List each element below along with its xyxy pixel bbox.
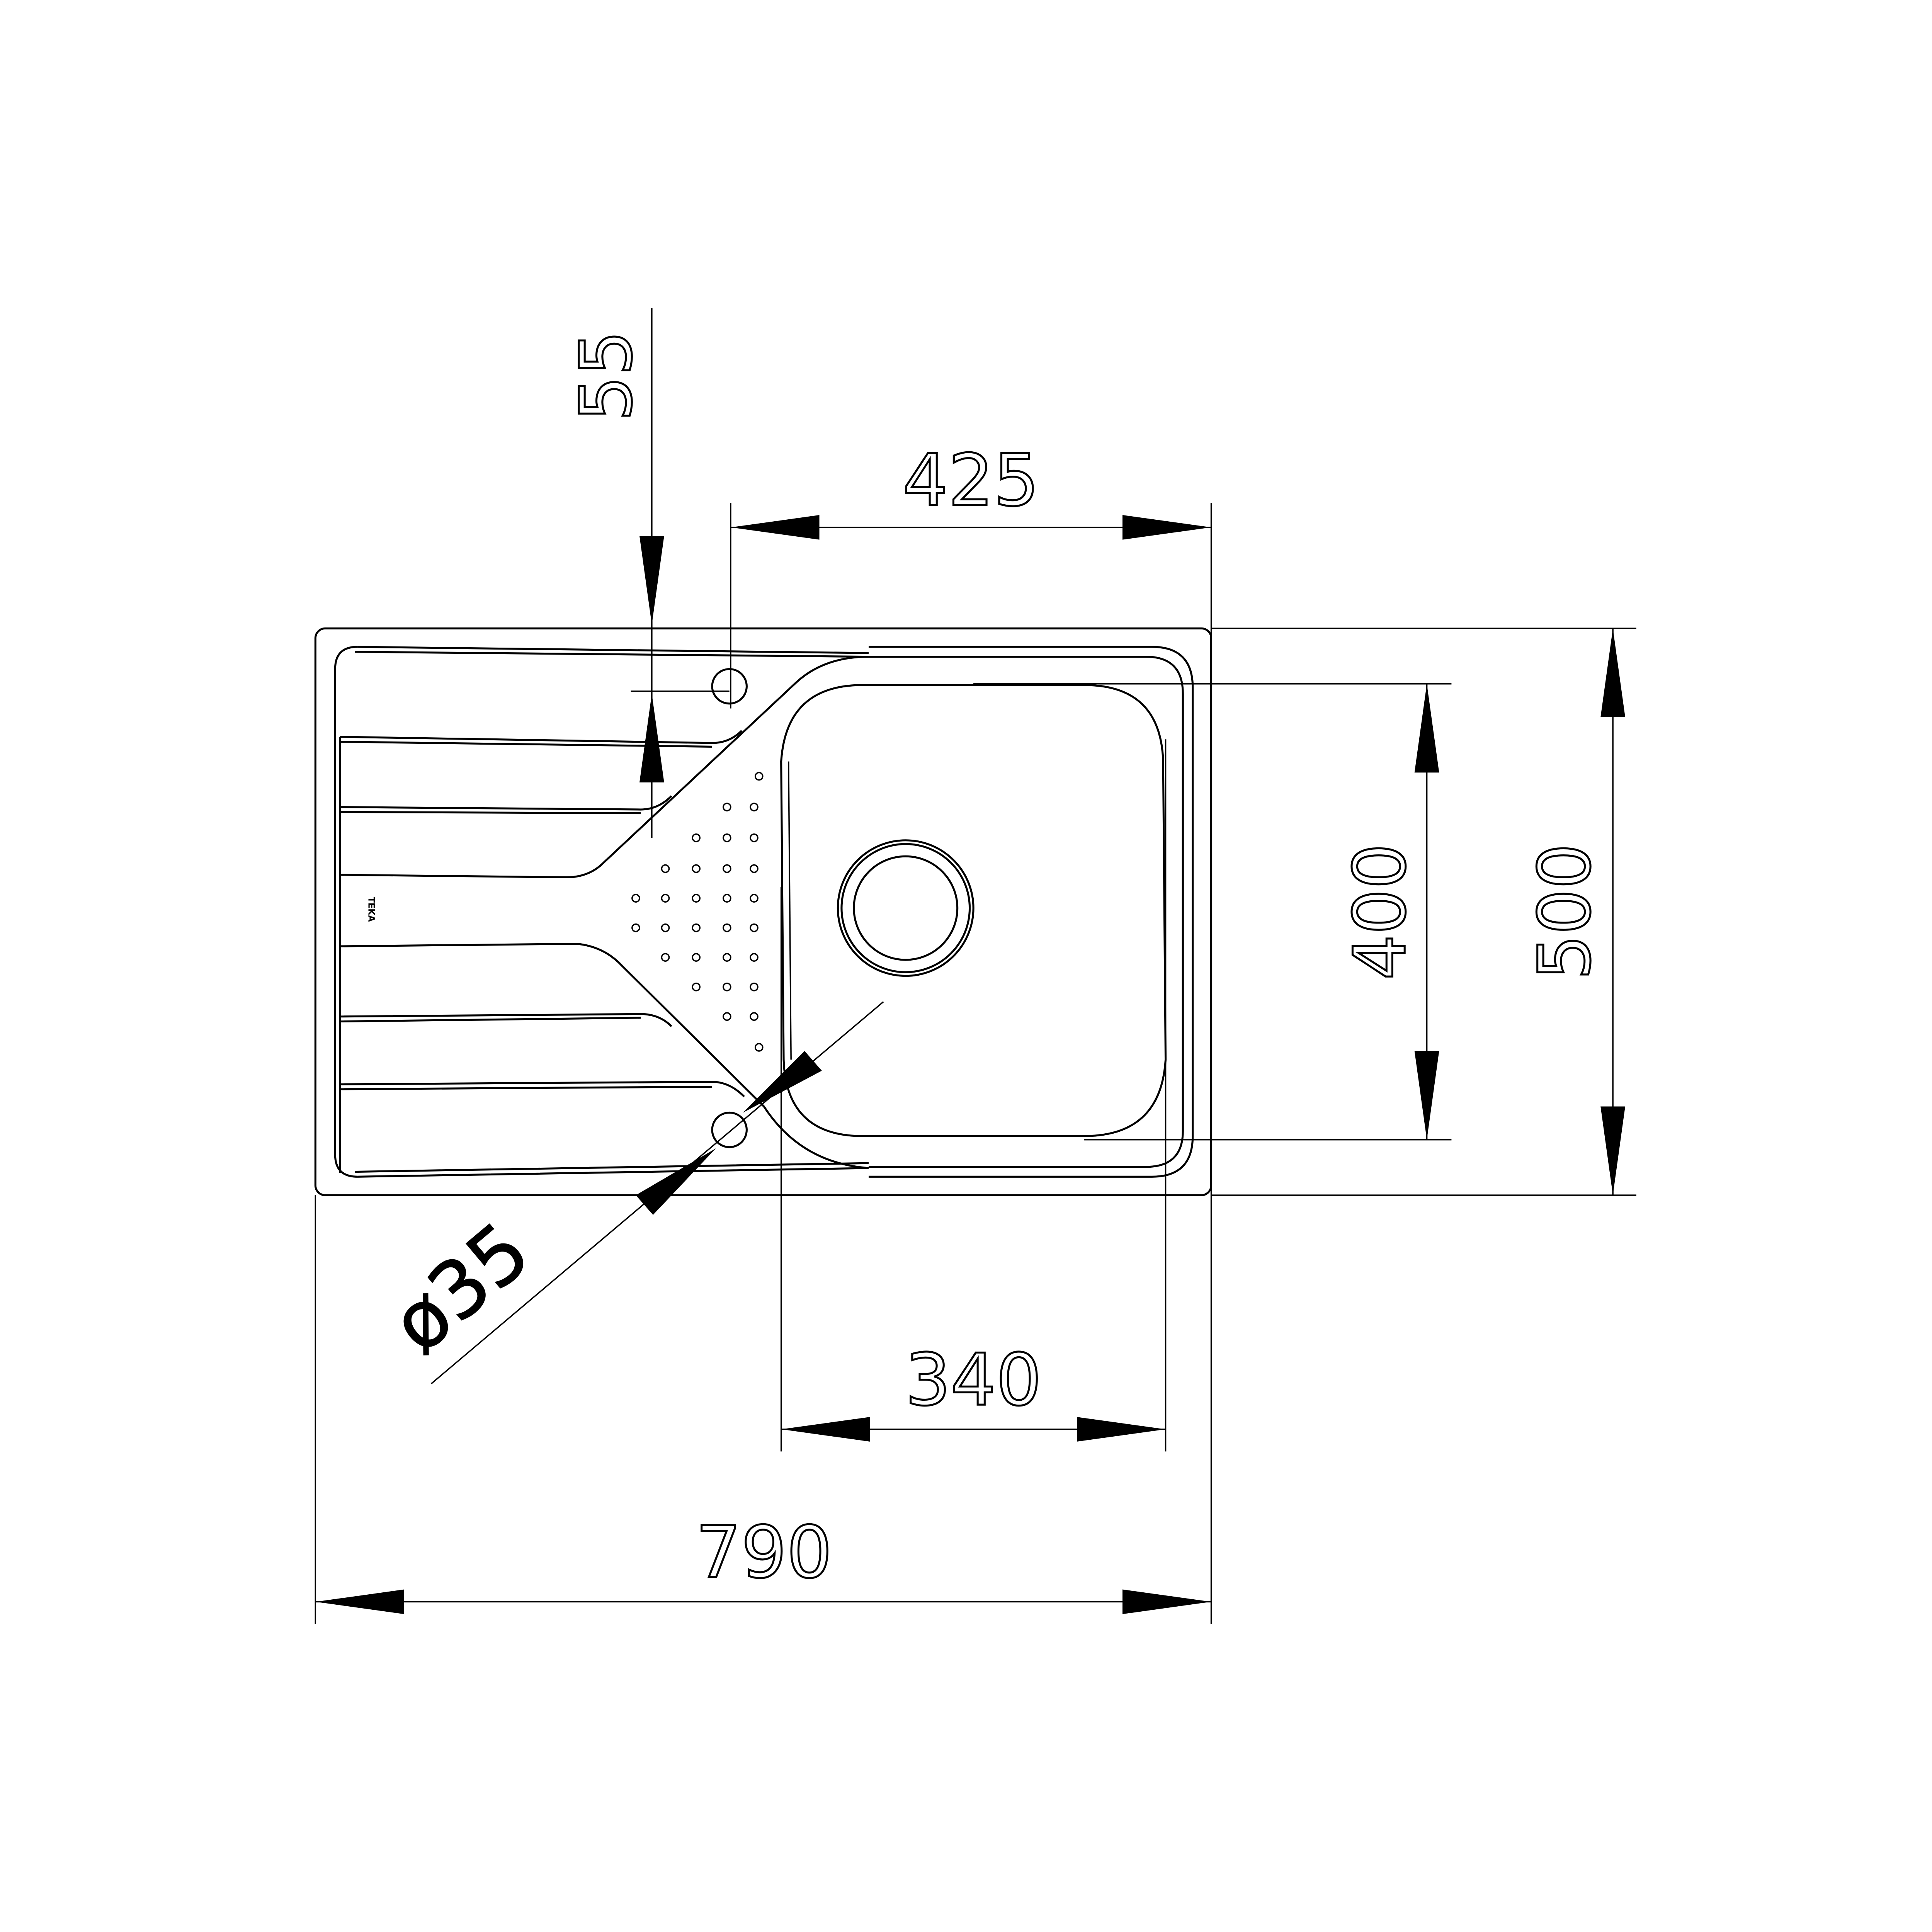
drainer-dot	[723, 1012, 731, 1021]
drainer-dot	[692, 982, 701, 992]
drainer-lower-diagonal	[340, 943, 869, 1169]
dimension-400: 400	[1338, 844, 1422, 980]
drain-outer	[837, 839, 975, 977]
drainer-dot	[754, 1043, 764, 1052]
bowl-inner	[780, 684, 1167, 1137]
bowl-rim-inner	[869, 656, 1184, 1168]
drainer-dot	[750, 1012, 759, 1021]
drainer-rib	[340, 730, 743, 748]
drain-inner	[853, 855, 959, 961]
arrow-down	[639, 536, 664, 625]
drainer-dot	[661, 894, 670, 903]
drainer-rib	[340, 1013, 672, 1027]
arrow-up	[1600, 628, 1625, 717]
drainer-bottom-edge	[355, 1162, 869, 1178]
drainer-dot	[750, 982, 759, 992]
arrow-down	[1600, 1106, 1625, 1196]
arrow-diagonal	[743, 1051, 822, 1113]
arrow-up	[1414, 684, 1439, 773]
dimension-425: 425	[903, 439, 1039, 522]
drainer-dot	[723, 923, 731, 932]
drainer-dot	[723, 953, 731, 962]
tap-hole-top	[711, 668, 748, 705]
drainer-dot	[692, 953, 701, 962]
drainer-dot	[631, 894, 640, 903]
drainer-top-edge	[355, 646, 869, 658]
drainer-dot	[750, 864, 759, 873]
arrow-right	[1122, 1589, 1211, 1614]
arrow-left	[315, 1589, 404, 1614]
drainer-upper-diagonal	[340, 656, 869, 878]
arrow-up	[639, 694, 664, 782]
arrow-right	[1077, 1417, 1166, 1442]
drainer-dot	[750, 833, 759, 842]
arrow-left	[730, 515, 820, 540]
tap-hole-bottom	[711, 1111, 748, 1148]
drainer-dot	[661, 864, 670, 873]
drainer-dot	[661, 953, 670, 962]
drainer-dot	[750, 803, 759, 811]
drainer-dot	[723, 803, 731, 811]
drainer-dot	[750, 953, 759, 962]
brand-logo: TEKA	[366, 897, 376, 922]
drainer-dot	[723, 982, 731, 992]
dimension-lines: 55 425 500 400 340 790 ø35	[315, 308, 1636, 1624]
dimension-790: 790	[696, 1511, 832, 1594]
dimension-340: 340	[905, 1338, 1042, 1422]
drainer-dot	[631, 923, 640, 932]
dimension-500: 500	[1523, 844, 1607, 980]
drainer-dot	[750, 894, 759, 903]
drainer-dots	[631, 772, 764, 1052]
drain-outer-2	[840, 843, 971, 973]
drainer-dot	[723, 833, 731, 842]
arrow-right	[1122, 515, 1211, 540]
drainer-dot	[692, 894, 701, 903]
drainer-left-edge	[334, 646, 357, 1178]
arrow-left	[781, 1417, 870, 1442]
sink-outline: TEKA	[314, 627, 1213, 1196]
bowl-rim	[869, 646, 1194, 1178]
dimension-diameter-35: ø35	[374, 1205, 547, 1371]
drainer-dot	[723, 864, 731, 873]
drainer-rib	[340, 1081, 745, 1097]
drainer-dot	[661, 923, 670, 932]
drainer-dot	[750, 923, 759, 932]
drainer-dot	[692, 864, 701, 873]
arrow-diagonal	[636, 1148, 716, 1215]
drainer-dot	[692, 923, 701, 932]
drainer-dot	[754, 772, 764, 781]
drainer-dot	[692, 833, 701, 842]
dimension-55: 55	[565, 330, 648, 421]
bowl-inner-line	[788, 761, 792, 1060]
arrow-down	[1414, 1051, 1439, 1140]
drainer-dot	[723, 894, 731, 903]
drainer-rib	[340, 795, 672, 815]
